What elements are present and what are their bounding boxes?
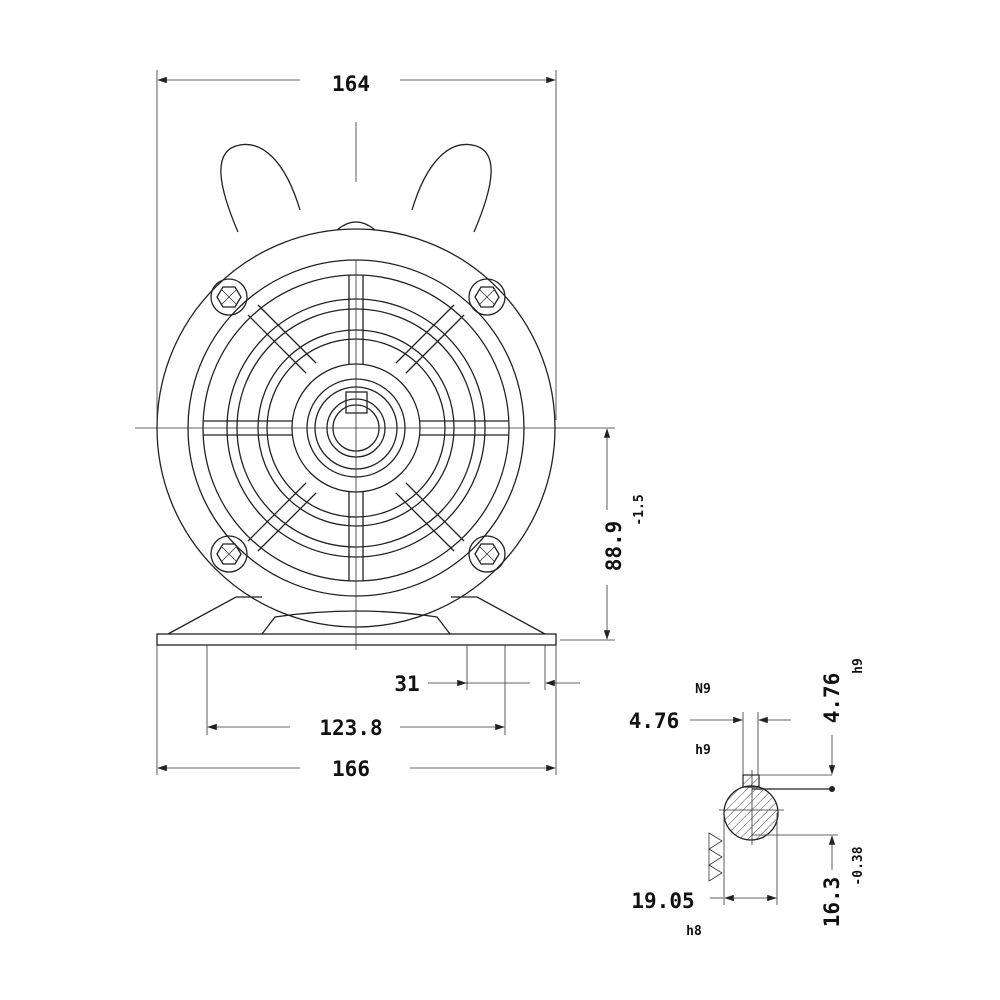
dim-shaft-flat-tol: -0.38 <box>851 846 866 885</box>
shaft-key <box>345 391 368 414</box>
dim-width-top: 164 <box>332 72 370 96</box>
bolt-icon <box>210 278 248 316</box>
surface-finish-icon <box>708 832 723 882</box>
dim-shaft-diameter: 19.05 <box>631 889 694 913</box>
left-ear <box>220 143 301 233</box>
shaft-section <box>690 712 838 905</box>
dimension-lines <box>156 70 615 775</box>
shaft-diameter-fit: h8 <box>686 924 702 939</box>
dim-key-width: 4.76 <box>629 709 680 733</box>
dim-shaft-flat: 16.3 <box>820 877 844 928</box>
key-height-fit: h9 <box>851 658 866 674</box>
dim-width-base: 166 <box>332 757 370 781</box>
dim-shaft-height: 88.9 <box>602 521 626 572</box>
motor-front-view <box>135 122 575 650</box>
mounting-bolts <box>210 278 506 573</box>
bolt-icon <box>210 535 248 573</box>
bolt-icon <box>468 535 506 573</box>
dim-key-height: 4.76 <box>820 673 844 724</box>
key-width-fit-bottom: h9 <box>695 743 711 758</box>
grille-spokes <box>203 275 509 581</box>
dim-shaft-height-tol: -1.5 <box>632 494 647 525</box>
dim-hole-spacing: 123.8 <box>319 716 382 740</box>
right-ear <box>411 143 492 233</box>
dim-foot-width: 31 <box>394 672 419 696</box>
base-foot <box>156 596 557 646</box>
key-width-fit-top: N9 <box>695 682 711 697</box>
bolt-icon <box>468 278 506 316</box>
